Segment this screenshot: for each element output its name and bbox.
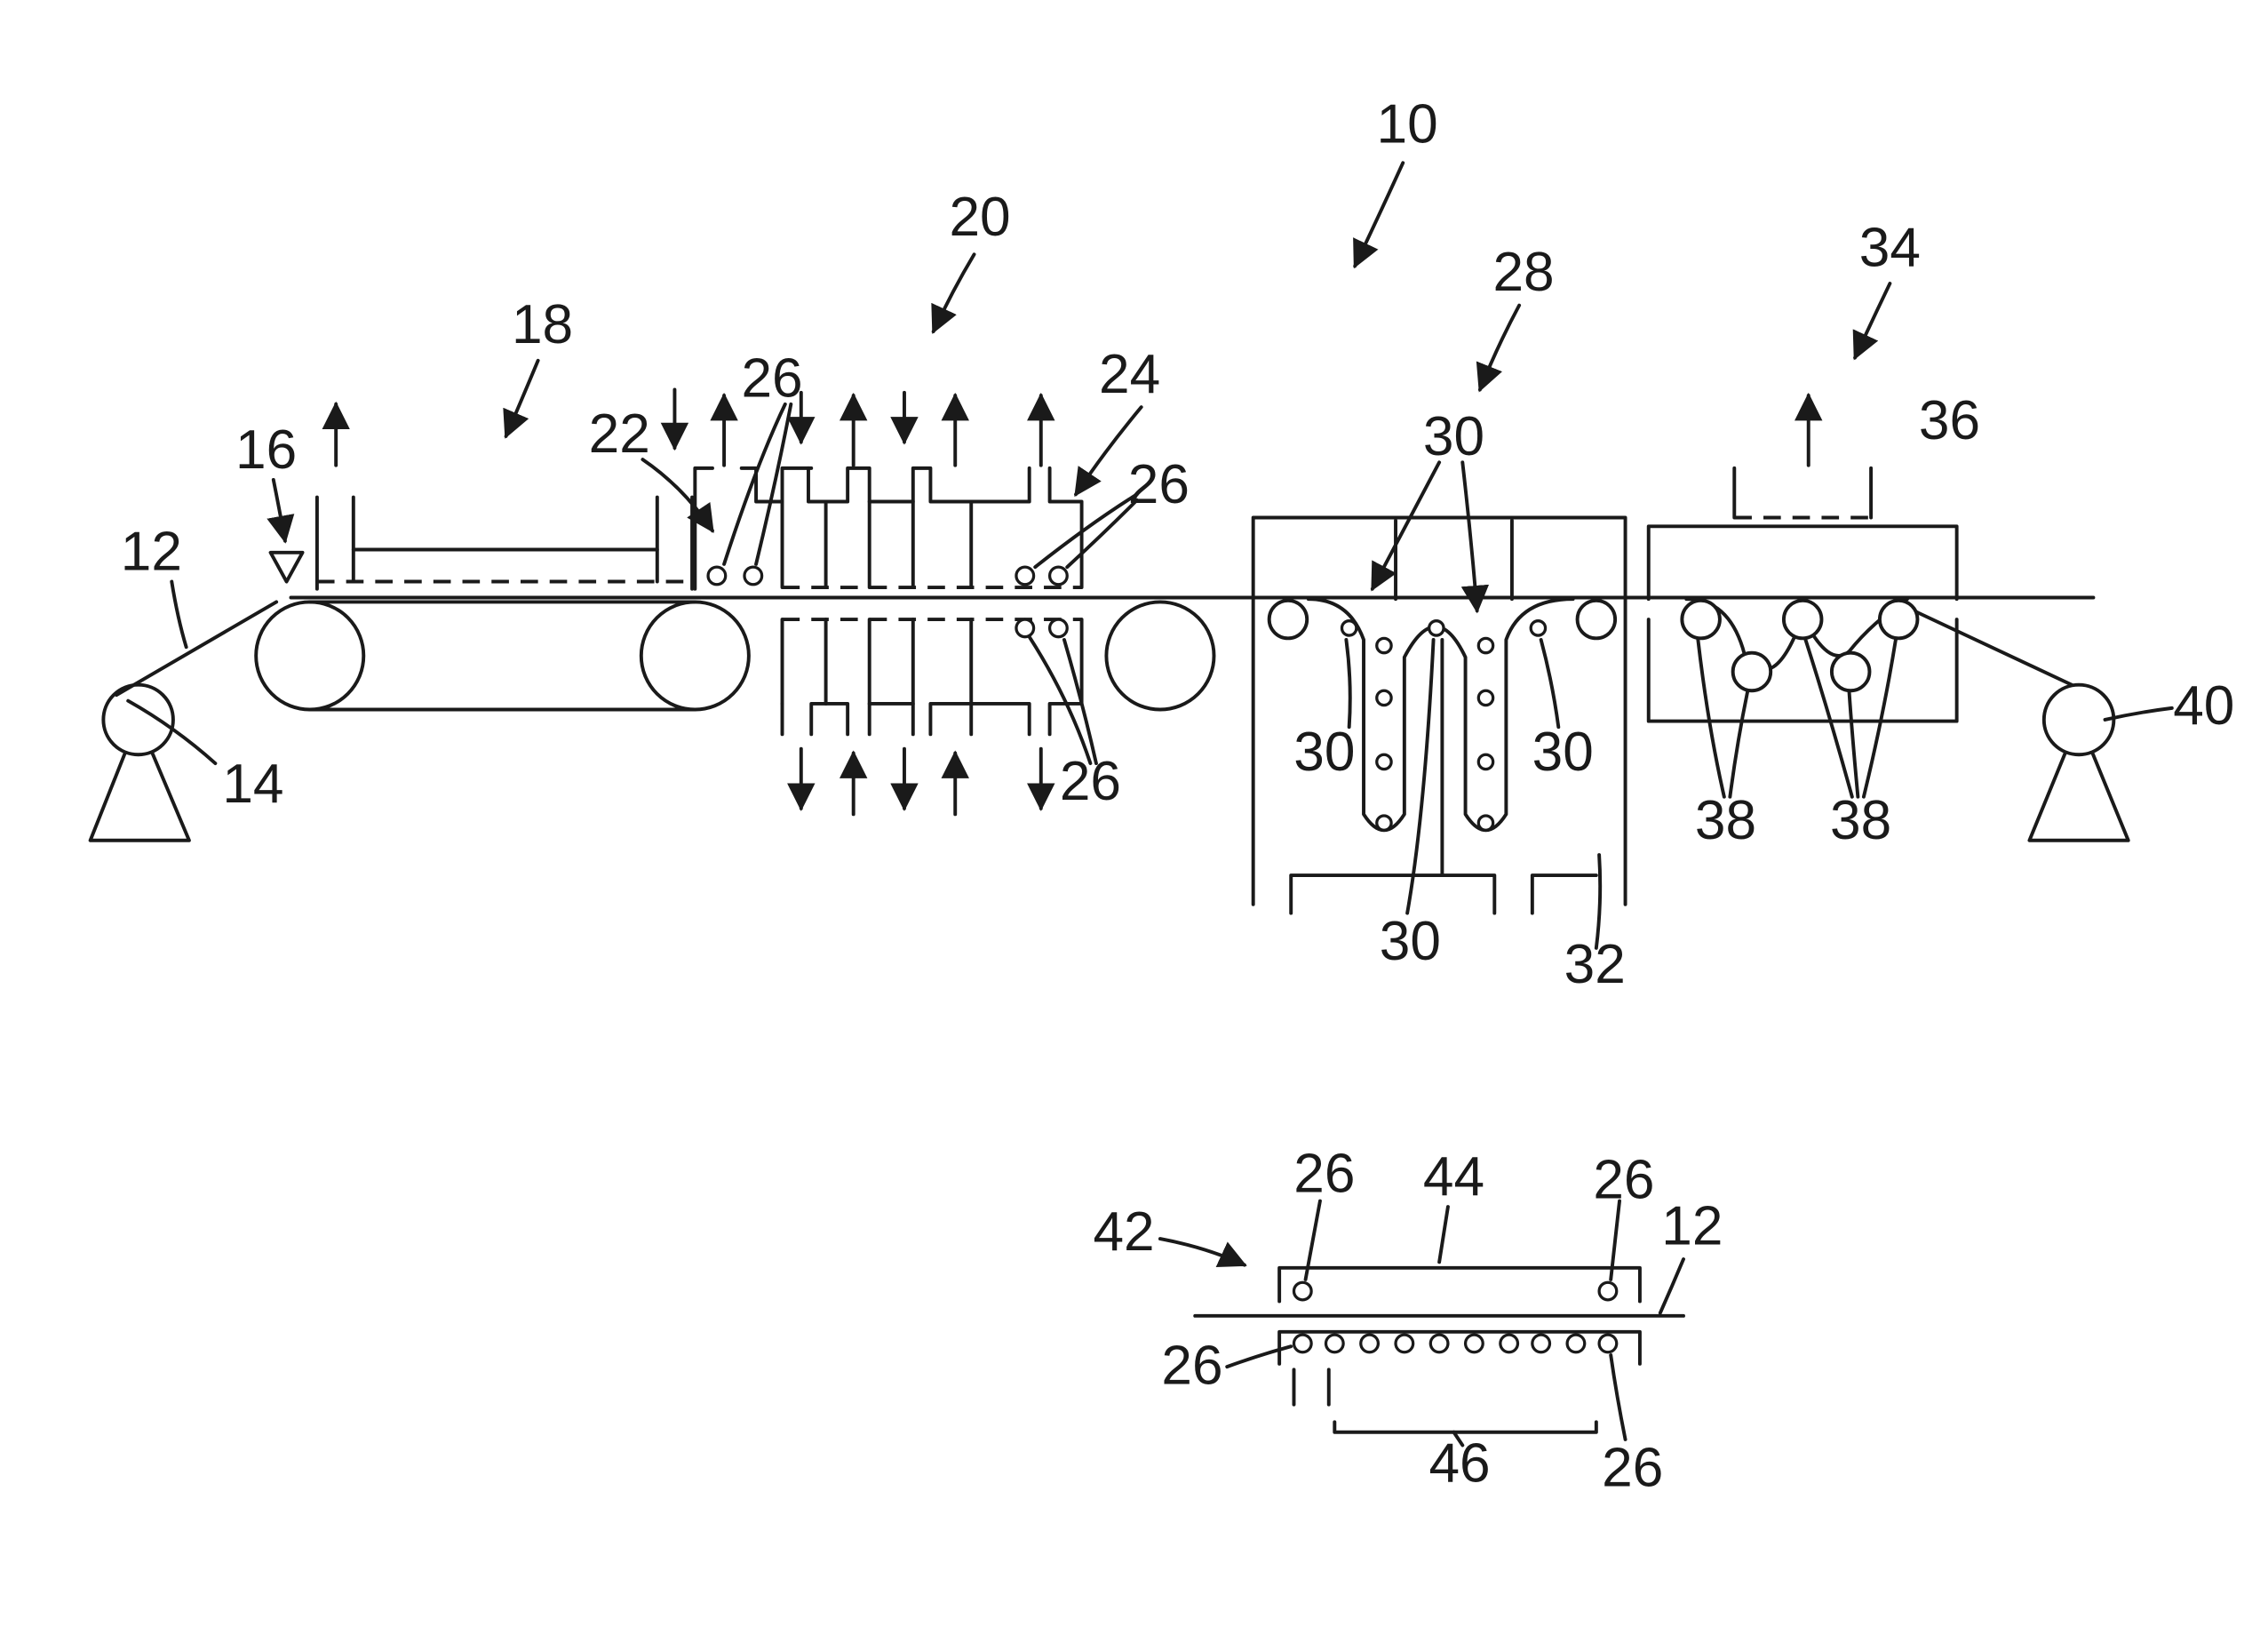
label-30-left: 30	[1293, 722, 1355, 783]
immersion-bath	[1253, 518, 1626, 913]
rewind-stand	[2029, 685, 2128, 841]
label-26-upper-right: 26	[1128, 454, 1190, 515]
label-30-bottom: 30	[1380, 911, 1441, 972]
label-12: 12	[121, 521, 182, 582]
label-30-right: 30	[1532, 722, 1594, 783]
sensor-marker	[271, 553, 303, 582]
treatment-chamber-upper	[674, 390, 1081, 589]
label-16: 16	[235, 419, 297, 481]
label-38-left: 38	[1695, 790, 1756, 851]
label-14: 14	[222, 754, 283, 815]
label-26-lower: 26	[1060, 751, 1121, 812]
label-12-detail: 12	[1661, 1196, 1723, 1257]
label-44: 44	[1423, 1146, 1484, 1208]
label-26-detail-top-right: 26	[1593, 1149, 1654, 1210]
guide-roller	[1106, 602, 1214, 709]
label-34: 34	[1859, 217, 1921, 278]
label-22: 22	[589, 403, 650, 465]
label-42: 42	[1093, 1201, 1154, 1263]
conveyor-belt	[256, 602, 749, 709]
reference-numerals: 10 12 14 16 18 20 22 24 26 26 26 28 30 3…	[121, 93, 2235, 995]
nozzle-detail-view	[1160, 1201, 1683, 1446]
nozzle-group	[708, 567, 1067, 637]
label-26-upper-left: 26	[741, 348, 802, 410]
label-10: 10	[1377, 93, 1438, 155]
label-26-detail-top-left: 26	[1293, 1144, 1355, 1205]
label-26-detail-bottom-right: 26	[1602, 1437, 1663, 1498]
label-18: 18	[512, 294, 573, 355]
label-24: 24	[1099, 344, 1160, 405]
label-40: 40	[2173, 675, 2234, 737]
label-32: 32	[1564, 934, 1626, 995]
unwind-stand	[91, 685, 216, 841]
label-46: 46	[1428, 1432, 1490, 1494]
label-20: 20	[949, 187, 1010, 248]
detail-reference-numerals: 42 44 12 26 26 26 26 46	[1093, 1144, 1723, 1499]
label-30-top: 30	[1423, 406, 1484, 467]
label-28: 28	[1492, 242, 1554, 303]
drying-oven	[1649, 395, 1957, 722]
label-36: 36	[1919, 390, 1980, 451]
label-38-right: 38	[1830, 790, 1891, 851]
label-26-detail-left: 26	[1161, 1336, 1222, 1397]
